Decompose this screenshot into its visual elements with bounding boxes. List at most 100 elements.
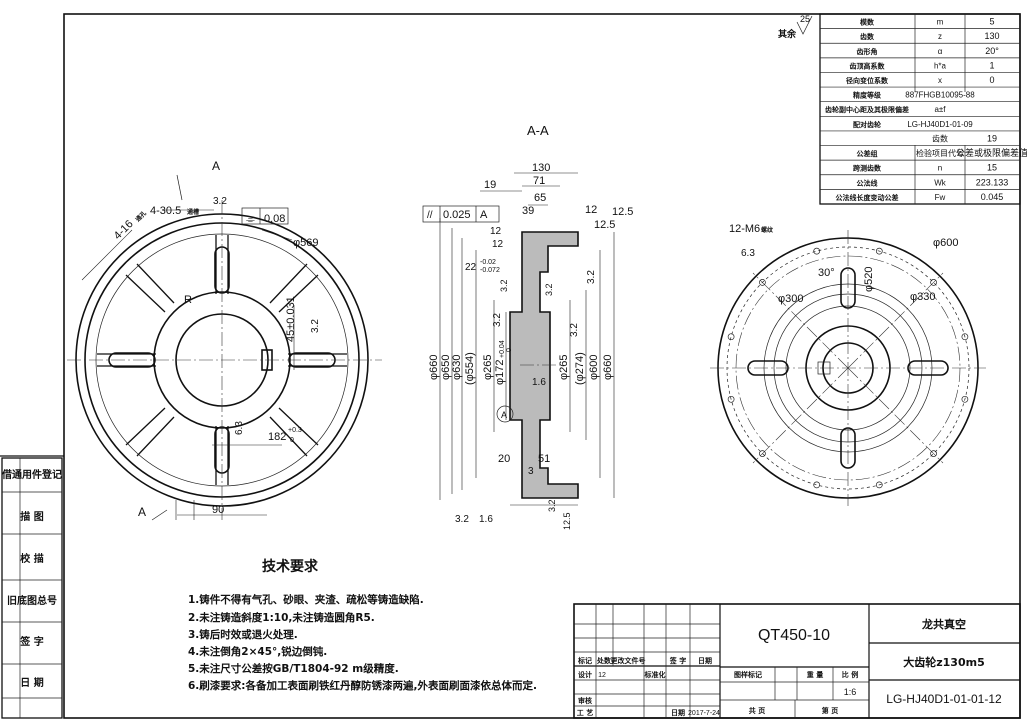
front-rough3: 6.3	[234, 421, 245, 435]
side-d300: φ300	[778, 293, 804, 305]
front-dim90: 90	[212, 504, 224, 516]
param-name: 齿顶高系数	[850, 61, 886, 70]
tb-ratio: 比 例	[842, 670, 858, 679]
side-d520: φ520	[863, 267, 875, 293]
sec-r32d: 3.2	[492, 313, 503, 327]
param-value: 1	[989, 60, 994, 70]
tb-hdr-3: 签 字	[669, 656, 686, 665]
sec-d39: 39	[522, 205, 534, 217]
param-name: 配对齿轮	[853, 120, 881, 129]
param-name: 公差组	[857, 149, 878, 158]
sec-r16: 1.6	[532, 377, 546, 388]
param-symbol: z	[938, 32, 942, 41]
param-value: 130	[984, 31, 999, 41]
tb-hdr-4: 日期	[698, 656, 712, 665]
roughness-other-value: 25	[800, 14, 810, 24]
title-block: QT450-10 龙共真空 大齿轮z130m5 LG-HJ40D1-01-01-…	[573, 603, 1021, 719]
tb-designer: 设计	[578, 670, 592, 679]
sec-d20: 20	[498, 453, 510, 465]
notes-title: 技术要求	[262, 558, 319, 575]
sec-par-ref: A	[480, 209, 488, 221]
param-value: 19	[987, 133, 997, 143]
tapped-hole	[875, 247, 883, 255]
param-value: 20°	[985, 46, 999, 56]
param-symbol: α	[938, 47, 943, 56]
sec-p274: (φ274)	[574, 352, 586, 385]
param-value: 公差或极限偏差值	[956, 147, 1027, 158]
tb-page: 第 页	[822, 706, 838, 715]
sec-d65: 65	[534, 192, 546, 204]
param-symbol: Fw	[935, 193, 946, 202]
front-slot-suffix: 通槽	[187, 208, 199, 216]
sec-d22-tol1: -0.02	[480, 259, 496, 266]
tb-std: 标准化	[644, 670, 666, 679]
sec-par-val: 0.025	[443, 209, 471, 221]
front-view	[67, 174, 382, 521]
sec-r32f: 3.2	[455, 514, 469, 525]
param-name: 齿轮副中心距及其极限偏差	[825, 105, 909, 114]
sec-r32a: 3.2	[499, 279, 509, 292]
tapped-hole	[930, 279, 937, 286]
front-dim182-tol: +0.3	[288, 427, 302, 434]
sec-p265b: φ265	[558, 355, 570, 381]
param-value: 5	[989, 17, 994, 27]
sec-p660b: φ660	[602, 355, 614, 381]
sec-d12c: 12	[492, 239, 504, 250]
note-3: 3.铸后时效或退火处理.	[188, 628, 298, 641]
tapped-hole	[727, 333, 735, 341]
tapped-hole	[961, 395, 969, 403]
section-title: A-A	[527, 123, 549, 138]
tb-date: 2017-7-24	[688, 710, 720, 717]
tapped-hole	[727, 395, 735, 403]
note-5: 5.未注尺寸公差按GB/T1804-92 m级精度.	[188, 662, 399, 675]
sec-d71: 71	[533, 175, 545, 187]
tapped-hole	[759, 279, 766, 286]
param-symbol: Wk	[934, 178, 947, 187]
sec-p172-tol1: +0.04	[499, 340, 506, 358]
front-a-bottom: A	[138, 505, 146, 519]
note-1: 1.铸件不得有气孔、砂眼、夹渣、疏松等铸造缺陷.	[188, 593, 424, 606]
param-symbol: x	[938, 76, 942, 85]
front-dia569: φ569	[293, 237, 319, 249]
flatness-symbol: ⌯	[246, 214, 255, 226]
sec-d130: 130	[532, 162, 550, 174]
param-symbol: h*a	[934, 61, 947, 70]
param-symbol: LG-HJ40D1-01-09	[907, 120, 973, 129]
tb-review: 审核	[578, 696, 592, 705]
tb-craft: 工 艺	[577, 708, 593, 717]
param-symbol: m	[937, 18, 944, 27]
param-value: 0	[989, 75, 994, 85]
tb-weight: 重 量	[807, 670, 823, 679]
note-4: 4.未注倒角2×45°,锐边倒钝.	[188, 645, 327, 658]
param-value: 0.045	[981, 192, 1004, 202]
sec-p265: φ265	[482, 355, 494, 381]
tapped-hole	[930, 450, 937, 457]
tapped-hole	[875, 481, 883, 489]
sec-r32b: 3.2	[544, 283, 554, 296]
sec-r32e: 3.2	[569, 323, 580, 337]
param-symbol: 齿数	[932, 133, 948, 143]
sec-p554: (φ554)	[464, 352, 476, 385]
sec-p650: φ650	[440, 355, 452, 381]
tapped-hole	[813, 481, 821, 489]
side-d330: φ330	[910, 291, 936, 303]
front-dim182-tol2: 0	[290, 437, 294, 444]
flatness-value: 0.08	[264, 213, 285, 225]
sec-d3: 3	[528, 466, 534, 477]
param-symbol: a±f	[934, 105, 946, 114]
tb-total: 共 页	[749, 706, 765, 715]
outer-frame	[63, 13, 1021, 719]
front-a-top: A	[212, 159, 220, 173]
sec-d51: 51	[538, 453, 550, 465]
tb-drawing-no: LG-HJ40D1-01-01-12	[886, 692, 1002, 706]
param-symbol: 检验项目代号	[916, 148, 964, 158]
sec-datum-a: A	[501, 410, 507, 420]
tapped-hole	[813, 247, 821, 255]
param-name: 径向变位系数	[846, 76, 889, 85]
section-view	[422, 172, 615, 506]
note-6: 6.刷漆要求:各备加工表面刷铁红丹醇防锈漆两遍,外表面刷面漆依总体而定.	[188, 679, 537, 692]
note-2: 2.未注铸造斜度1:10,未注铸造圆角R5.	[188, 611, 375, 624]
sec-p660: φ660	[428, 355, 440, 381]
